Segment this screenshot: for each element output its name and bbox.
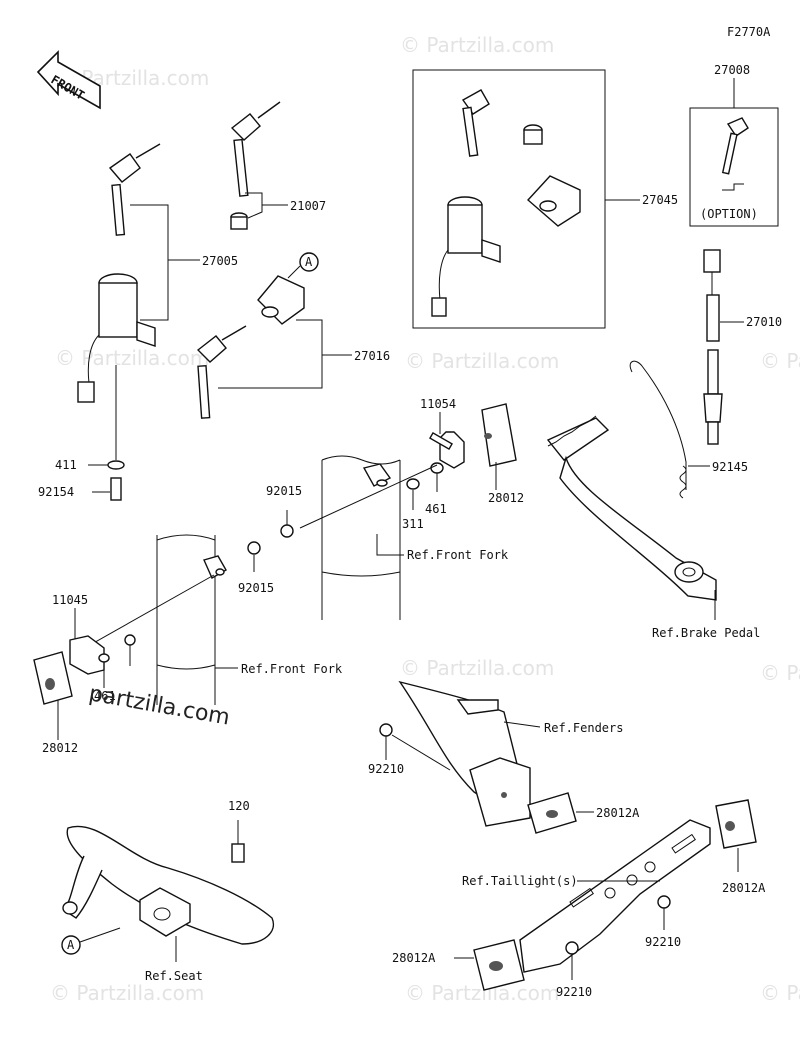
front-fork-upper: Ref.Front Fork <box>321 455 509 620</box>
callout-92015-lower: 92015 <box>238 581 274 595</box>
seat-grab-bar: 120 A Ref.Seat <box>61 799 275 983</box>
watermark: © Partzilla.com <box>760 981 800 1005</box>
callout-92015-upper: 92015 <box>266 484 302 498</box>
stop-switch-27010: 27010 <box>703 249 782 445</box>
watermark: © Partzilla.com <box>400 656 554 680</box>
watermark: © Partzilla.com <box>50 981 204 1005</box>
callout-411: 411 <box>55 458 77 472</box>
mark-A: A <box>67 938 75 952</box>
callout-27008: 27008 <box>714 63 750 77</box>
reflector-assembly-upper: 11054 28012 461 311 92015 <box>266 397 524 538</box>
callout-92210-fender: 92210 <box>368 762 404 776</box>
key-21007: 21007 <box>230 101 326 230</box>
ignition-kit-box: 27045 <box>412 69 678 329</box>
callout-28012-upper: 28012 <box>488 491 524 505</box>
ref-fenders: Ref.Fenders <box>544 721 623 735</box>
front-fork-lower: Ref.Front Fork 92015 <box>89 534 343 705</box>
watermark-dark: partzilla.com <box>87 681 232 730</box>
watermark: © Partzilla.com <box>405 349 559 373</box>
mark-A: A <box>305 255 313 269</box>
seat-lock-27016: A 27016 <box>196 252 390 419</box>
callout-27016: 27016 <box>354 349 390 363</box>
reflector-assembly-lower: 11045 461 28012 partzilla.com <box>33 593 232 755</box>
callout-11054: 11054 <box>420 397 456 411</box>
callout-92210-right: 92210 <box>645 935 681 949</box>
callout-28012A-fender: 28012A <box>596 806 640 820</box>
callout-311: 311 <box>402 517 424 531</box>
ref-brake-pedal: Ref.Brake Pedal <box>652 626 760 640</box>
callout-92154: 92154 <box>38 485 74 499</box>
watermark: © Partzilla.com <box>55 346 209 370</box>
option-note: (OPTION) <box>700 207 758 221</box>
callout-461-upper: 461 <box>425 502 447 516</box>
callout-28012A-lower: 28012A <box>392 951 436 965</box>
ref-seat: Ref.Seat <box>145 969 203 983</box>
callout-92145: 92145 <box>712 460 748 474</box>
callout-27045: 27045 <box>642 193 678 207</box>
watermark-group: © Partzilla.com © Partzilla.com © Partzi… <box>50 33 800 1005</box>
figure-code: F2770A <box>727 25 771 39</box>
callout-21007: 21007 <box>290 199 326 213</box>
taillight-bracket: Ref.Taillight(s) 28012A 92210 28012A 922… <box>392 799 766 999</box>
ignition-switch-27005: 27005 411 92154 <box>38 143 238 501</box>
callout-28012A-upper: 28012A <box>722 881 766 895</box>
watermark: © Partzilla.com <box>400 33 554 57</box>
option-key-box: (OPTION) 27008 <box>689 63 779 227</box>
callout-11045: 11045 <box>52 593 88 607</box>
front-arrow: FRONT <box>36 50 101 110</box>
callout-461-lower: 461 <box>94 689 116 703</box>
watermark: © Partzilla.com <box>760 349 800 373</box>
callout-28012-lower: 28012 <box>42 741 78 755</box>
watermark: © Partzilla.com <box>760 661 800 685</box>
ref-taillight: Ref.Taillight(s) <box>462 874 578 888</box>
brake-pedal: Ref.Brake Pedal <box>546 415 760 640</box>
callout-92210-bottom: 92210 <box>556 985 592 999</box>
callout-27010: 27010 <box>746 315 782 329</box>
ref-front-fork-upper: Ref.Front Fork <box>407 548 509 562</box>
fender-bracket: Ref.Fenders 92210 28012A <box>368 680 640 834</box>
spring-92145: 92145 <box>629 360 748 499</box>
ref-front-fork-lower: Ref.Front Fork <box>241 662 343 676</box>
callout-27005: 27005 <box>202 254 238 268</box>
callout-120: 120 <box>228 799 250 813</box>
